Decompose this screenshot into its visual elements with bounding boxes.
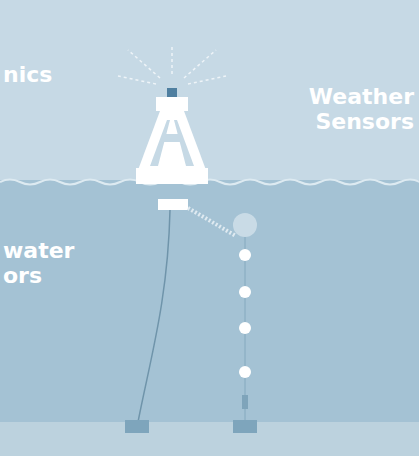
sensor-dots — [239, 249, 251, 378]
float — [233, 213, 257, 237]
sensor-weight — [242, 395, 248, 409]
seabed — [0, 422, 419, 456]
underwater-housing — [158, 199, 188, 210]
beacon — [167, 88, 177, 97]
data-link — [188, 208, 236, 236]
anchor — [125, 420, 149, 433]
sky — [0, 0, 419, 182]
section-label: nics — [3, 62, 123, 87]
buoy — [136, 97, 208, 184]
signal-rays — [118, 46, 226, 84]
wave-line — [0, 180, 419, 185]
section-label: Weather Sensors — [280, 84, 414, 134]
mooring-line — [138, 210, 170, 422]
anchor — [233, 420, 257, 433]
section-label: water ors — [3, 238, 93, 288]
sea — [0, 180, 419, 425]
buoy-frame-gaps — [150, 120, 194, 166]
